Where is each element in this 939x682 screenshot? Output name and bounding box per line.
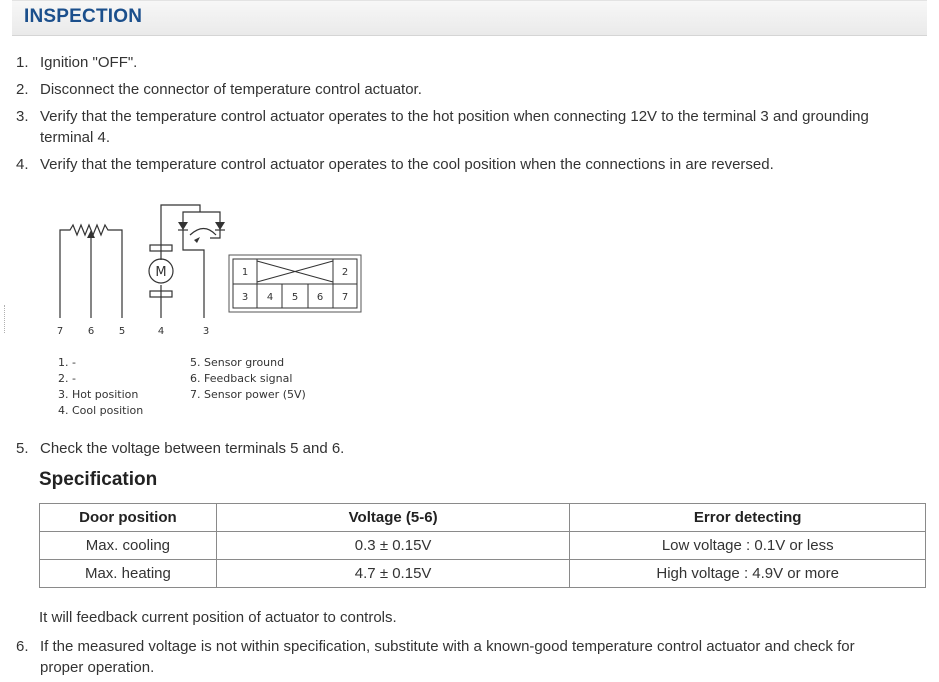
step-text-continued: terminal 4. <box>40 129 111 146</box>
actuator-circuit-diagram: M 7 6 5 4 3 1 2 3 4 5 6 7 <box>57 204 362 337</box>
step-text: Verify that the temperature control actu… <box>40 108 869 125</box>
table-cell: 0.3 ± 0.15V <box>215 531 571 560</box>
legend-item: 4. Cool position <box>58 404 144 417</box>
diagram-legend-left: 1. - 2. - 3. Hot position 4. Cool positi… <box>58 355 143 419</box>
column-header: Door position <box>39 503 217 532</box>
step-number: 1. <box>16 54 29 71</box>
terminal-label: 5 <box>119 326 125 337</box>
step-number: 6. <box>16 638 29 655</box>
column-header: Voltage (5-6) <box>215 503 571 532</box>
connector-diagram: 1 2 3 4 5 6 7 <box>228 254 362 313</box>
terminal-label: 4 <box>158 326 164 337</box>
legend-item: 7. Sensor power (5V) <box>190 388 306 401</box>
potentiometer-icon <box>59 223 123 318</box>
step-number: 2. <box>16 81 29 98</box>
specification-title: Specification <box>39 469 158 490</box>
legend-item: 6. Feedback signal <box>190 372 293 385</box>
table-cell: Max. cooling <box>39 531 217 560</box>
legend-item: 2. - <box>58 372 76 385</box>
step-number: 4. <box>16 156 29 173</box>
side-handle[interactable] <box>0 305 5 333</box>
terminal-label: 7 <box>57 326 63 337</box>
table-row: Max. cooling 0.3 ± 0.15V Low voltage : 0… <box>39 531 926 560</box>
pin-label: 5 <box>292 292 298 303</box>
step-text: If the measured voltage is not within sp… <box>40 638 855 655</box>
pin-label: 6 <box>317 292 323 303</box>
terminal-label: 3 <box>203 326 209 337</box>
column-header: Error detecting <box>569 503 926 532</box>
motor-label: M <box>155 265 166 280</box>
pin-label: 1 <box>242 267 248 278</box>
pin-label: 4 <box>267 292 273 303</box>
pin-label: 3 <box>242 292 248 303</box>
legend-item: 1. - <box>58 356 76 369</box>
table-row: Max. heating 4.7 ± 0.15V High voltage : … <box>39 559 926 588</box>
step-text: Ignition "OFF". <box>40 54 138 71</box>
step-text-continued: proper operation. <box>40 659 155 676</box>
table-cell: Max. heating <box>39 559 217 588</box>
table-cell: High voltage : 4.9V or more <box>569 559 926 588</box>
motor-icon <box>148 258 174 284</box>
diagram-legend-right: 5. Sensor ground 6. Feedback signal 7. S… <box>190 355 306 403</box>
step-number: 3. <box>16 108 29 125</box>
step-text: Disconnect the connector of temperature … <box>40 81 422 98</box>
legend-item: 3. Hot position <box>58 388 139 401</box>
feedback-note: It will feedback current position of act… <box>39 609 397 626</box>
page-title: INSPECTION <box>24 6 143 27</box>
step-text: Check the voltage between terminals 5 an… <box>40 440 345 457</box>
pin-label: 2 <box>342 267 348 278</box>
table-cell: Low voltage : 0.1V or less <box>569 531 926 560</box>
table-header-row: Door position Voltage (5-6) Error detect… <box>39 503 926 532</box>
pin-label: 7 <box>342 292 348 303</box>
terminal-label: 6 <box>88 326 94 337</box>
step-number: 5. <box>16 440 29 457</box>
legend-item: 5. Sensor ground <box>190 356 285 369</box>
table-cell: 4.7 ± 0.15V <box>215 559 571 588</box>
specification-table: Door position Voltage (5-6) Error detect… <box>39 503 926 588</box>
step-text: Verify that the temperature control actu… <box>40 156 774 173</box>
section-header: INSPECTION <box>12 0 927 36</box>
